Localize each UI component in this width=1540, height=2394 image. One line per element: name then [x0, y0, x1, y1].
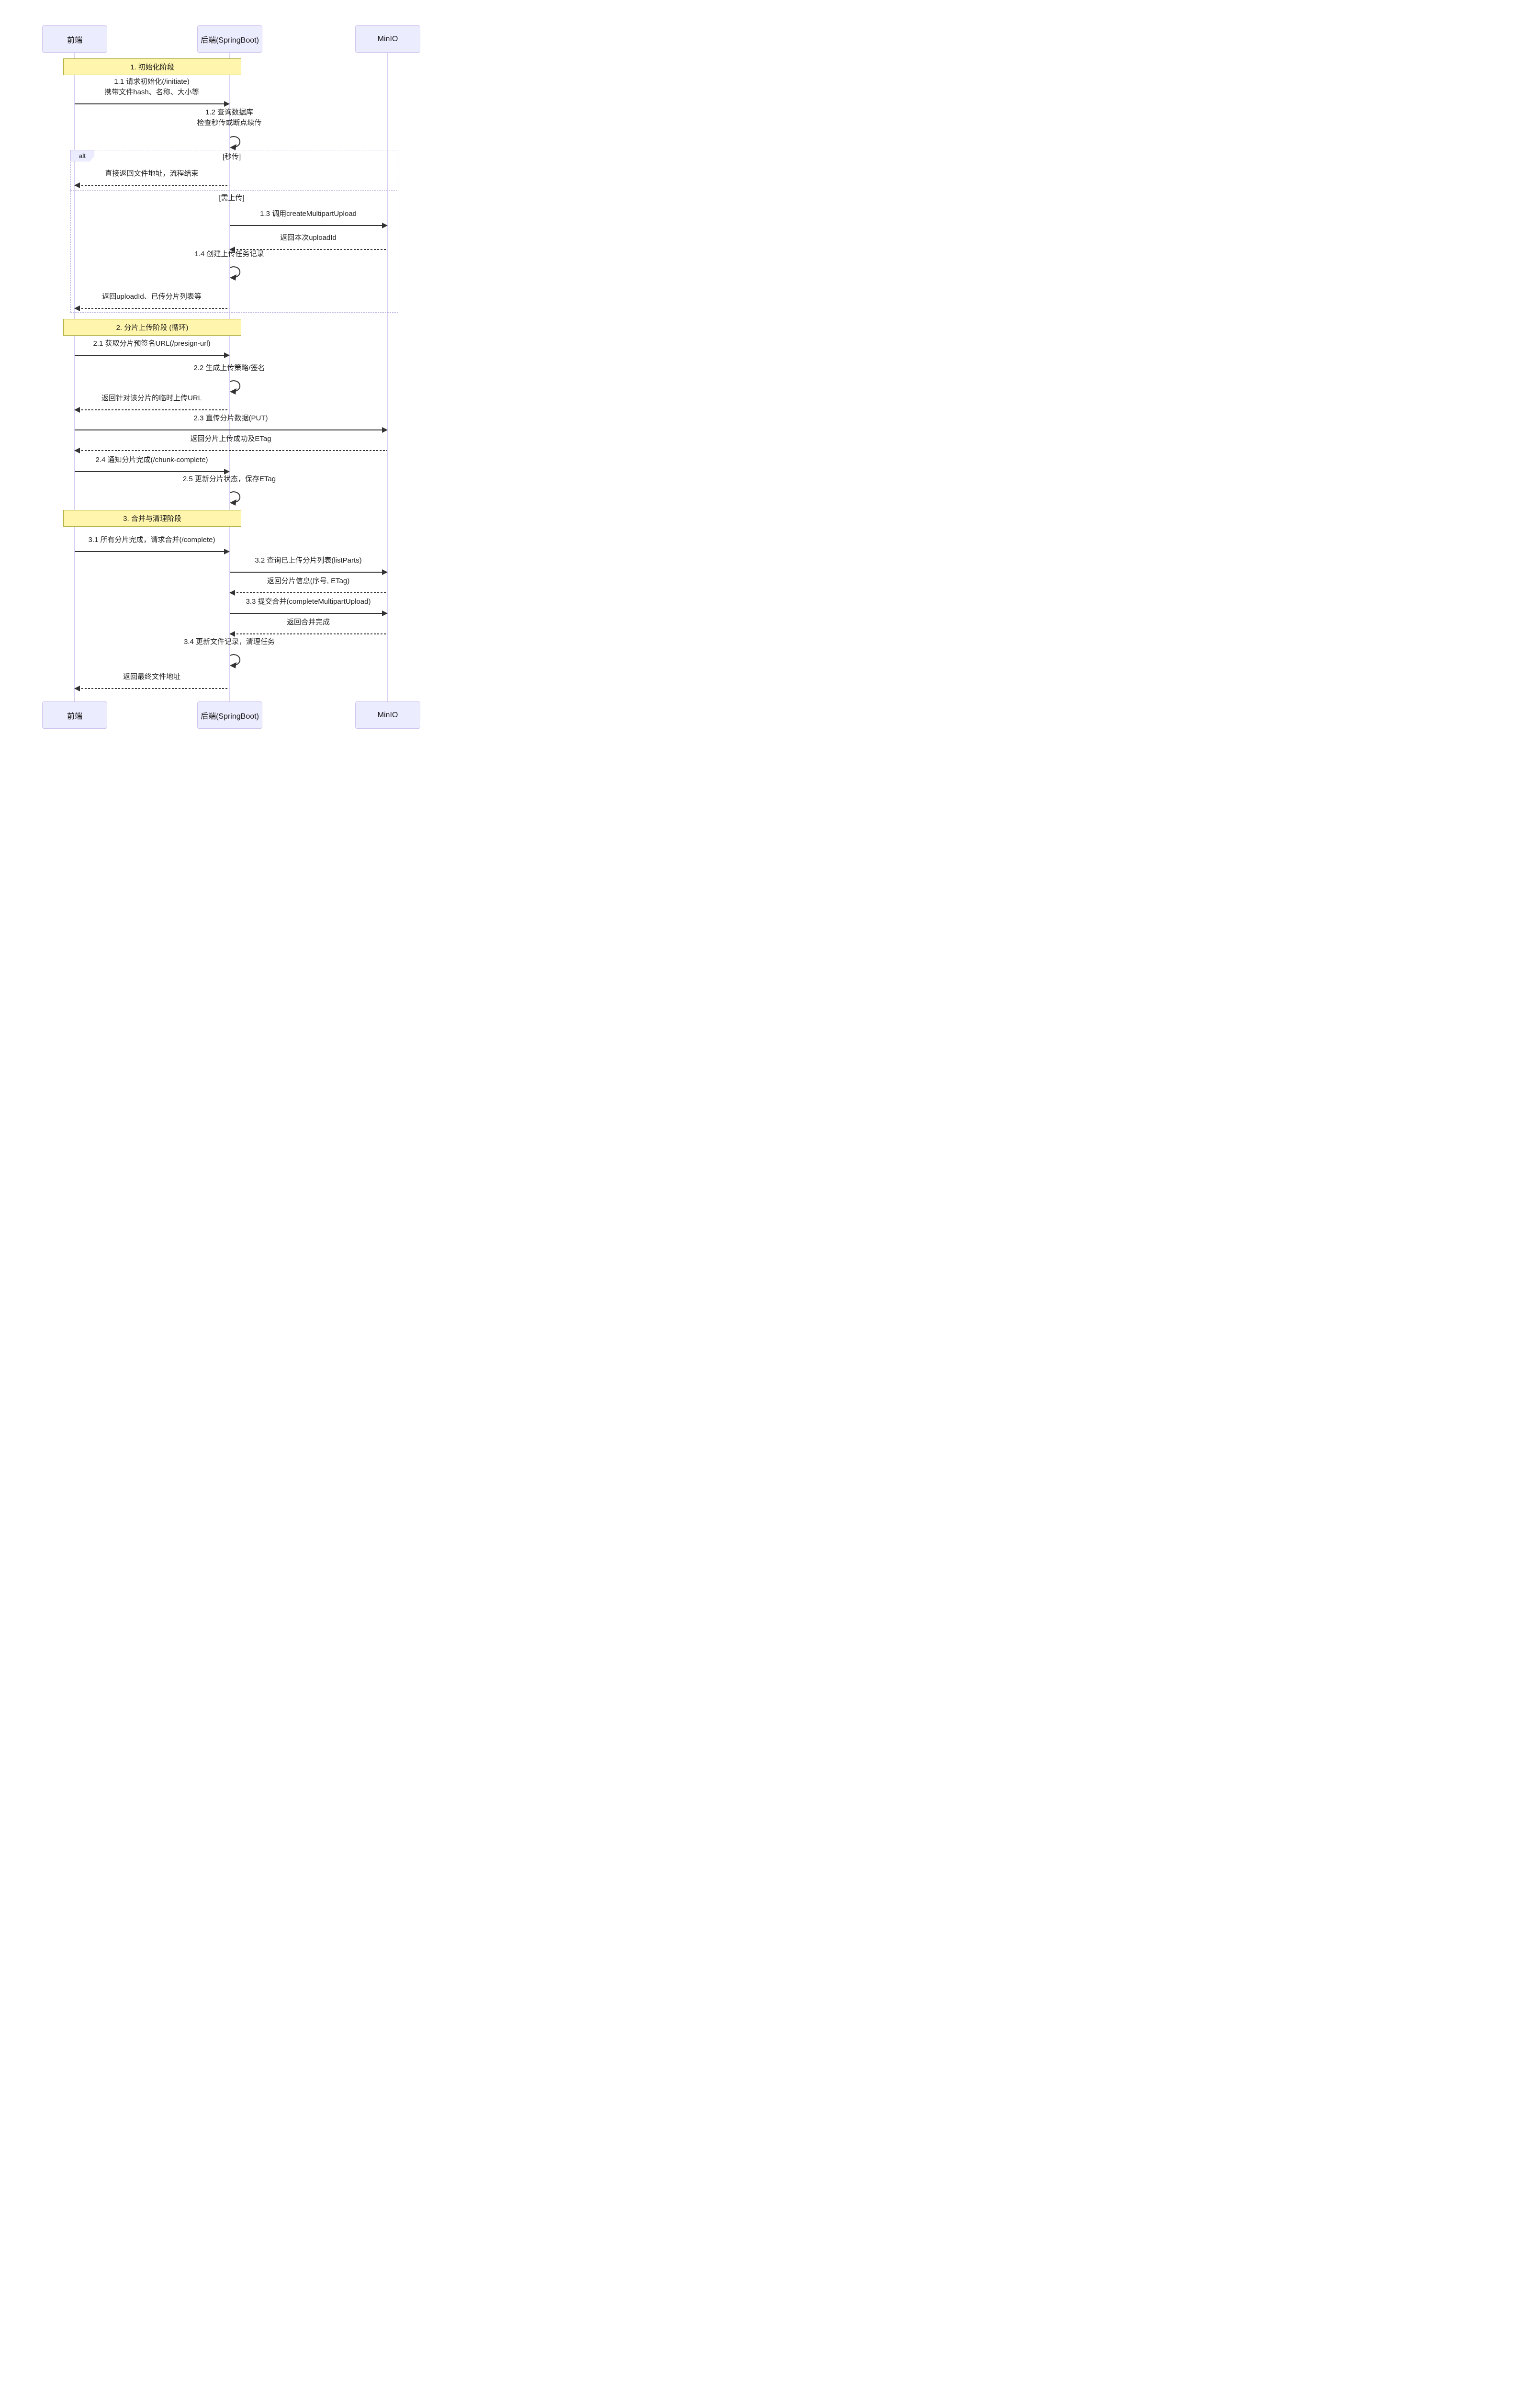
message-1-3-arrow: [230, 223, 388, 228]
actor-frontend-bottom: 前端: [42, 701, 107, 729]
message-return-parts-list-label: 返回uploadId、已传分片列表等: [102, 293, 202, 301]
actor-minio-bottom: MinIO: [355, 701, 420, 729]
message-3-3-label: 3.3 提交合并(completeMultipartUpload): [246, 598, 371, 606]
self-loop-icon: [230, 654, 241, 668]
message-2-1-label: 2.1 获取分片预签名URL(/presign-url): [93, 339, 211, 348]
message-return-final-url-label: 返回最终文件地址: [123, 673, 181, 681]
message-3-2-arrow: [230, 569, 388, 575]
arrowhead-icon: [74, 305, 80, 311]
phase-note-3-label: 3. 合并与清理阶段: [123, 515, 181, 523]
actor-frontend-top: 前端: [42, 25, 107, 53]
actor-frontend-label: 前端: [67, 36, 82, 45]
self-loop-icon: [230, 380, 241, 395]
message-2-5-label: 2.5 更新分片状态，保存ETag: [182, 475, 276, 483]
arrowhead-icon: [74, 448, 80, 453]
actor-backend-label: 后端(SpringBoot): [201, 36, 259, 45]
message-instant-return-arrow: [74, 182, 229, 188]
self-loop-icon: [230, 491, 241, 506]
actor-minio-label: MinIO: [377, 34, 398, 43]
alt-condition-upload: [需上传]: [219, 194, 245, 202]
alt-fragment: alt: [70, 150, 398, 313]
self-loop-icon: [230, 136, 241, 150]
arrowhead-icon: [229, 247, 235, 252]
message-1-2-label: 1.2 查询数据库 检查秒传或断点续传: [197, 108, 262, 127]
message-2-4-arrow: [75, 469, 230, 474]
phase-note-2: 2. 分片上传阶段 (循环): [63, 319, 241, 336]
message-2-1-arrow: [75, 352, 230, 358]
message-return-uploadid-label: 返回本次uploadId: [280, 234, 337, 242]
actor-minio-label: MinIO: [377, 711, 398, 719]
arrowhead-icon: [382, 569, 388, 575]
message-2-3-arrow: [75, 427, 388, 433]
arrowhead-icon: [382, 427, 388, 433]
arrowhead-icon: [224, 549, 230, 554]
actor-frontend-label: 前端: [67, 712, 82, 721]
arrowhead-icon: [224, 469, 230, 474]
message-return-presign-url-label: 返回针对该分片的临时上传URL: [101, 394, 202, 402]
alt-fragment-label: alt: [70, 150, 94, 161]
message-1-1-label: 1.1 请求初始化(/initiate) 携带文件hash、名称、大小等: [104, 78, 199, 96]
sequence-diagram: 前端 后端(SpringBoot) MinIO 1. 初始化阶段 1.1 请求初…: [0, 0, 463, 752]
arrowhead-icon: [224, 352, 230, 358]
message-return-part-info-label: 返回分片信息(序号, ETag): [267, 577, 350, 585]
message-1-4-label: 1.4 创建上传任务记录: [194, 250, 264, 258]
lifeline-frontend: [74, 52, 75, 701]
message-1-1-arrow: [75, 101, 230, 107]
actor-backend-label: 后端(SpringBoot): [201, 712, 259, 721]
arrowhead-icon: [74, 686, 80, 691]
message-return-presign-url-arrow: [74, 407, 229, 413]
message-3-1-arrow: [75, 549, 230, 554]
arrowhead-icon: [229, 631, 235, 637]
message-3-4-label: 3.4 更新文件记录，清理任务: [183, 638, 275, 646]
arrowhead-icon: [229, 590, 235, 596]
message-return-merge-done-arrow: [229, 631, 387, 637]
actor-minio-top: MinIO: [355, 25, 420, 53]
arrowhead-icon: [74, 182, 80, 188]
lifeline-minio: [387, 52, 388, 701]
message-return-part-info-arrow: [229, 590, 387, 596]
message-3-1-label: 3.1 所有分片完成，请求合并(/complete): [88, 536, 215, 544]
arrowhead-icon: [74, 407, 80, 413]
phase-note-1: 1. 初始化阶段: [63, 58, 241, 75]
message-instant-return-label: 直接返回文件地址，流程结束: [105, 169, 199, 178]
message-return-merge-done-label: 返回合并完成: [286, 618, 330, 626]
arrowhead-icon: [382, 610, 388, 616]
alt-divider: [70, 190, 397, 191]
message-return-etag-arrow: [74, 448, 387, 453]
self-loop-icon: [230, 266, 241, 281]
arrowhead-icon: [224, 101, 230, 107]
actor-backend-top: 后端(SpringBoot): [197, 25, 262, 53]
lifeline-backend: [229, 52, 230, 701]
message-1-3-label: 1.3 调用createMultipartUpload: [260, 210, 357, 218]
message-2-4-label: 2.4 通知分片完成(/chunk-complete): [95, 456, 208, 464]
message-return-etag-label: 返回分片上传成功及ETag: [190, 435, 271, 443]
arrowhead-icon: [382, 223, 388, 228]
actor-backend-bottom: 后端(SpringBoot): [197, 701, 262, 729]
message-2-3-label: 2.3 直传分片数据(PUT): [193, 414, 268, 422]
message-return-final-url-arrow: [74, 686, 229, 691]
alt-condition-instant: [秒传]: [222, 153, 241, 161]
phase-note-3: 3. 合并与清理阶段: [63, 510, 241, 527]
message-3-3-arrow: [230, 610, 388, 616]
phase-note-1-label: 1. 初始化阶段: [130, 63, 174, 71]
message-2-2-label: 2.2 生成上传策略/签名: [193, 364, 265, 372]
phase-note-2-label: 2. 分片上传阶段 (循环): [116, 324, 189, 332]
message-return-parts-list-arrow: [74, 305, 229, 311]
message-3-2-label: 3.2 查询已上传分片列表(listParts): [255, 556, 362, 565]
message-return-uploadid-arrow: [229, 247, 387, 252]
